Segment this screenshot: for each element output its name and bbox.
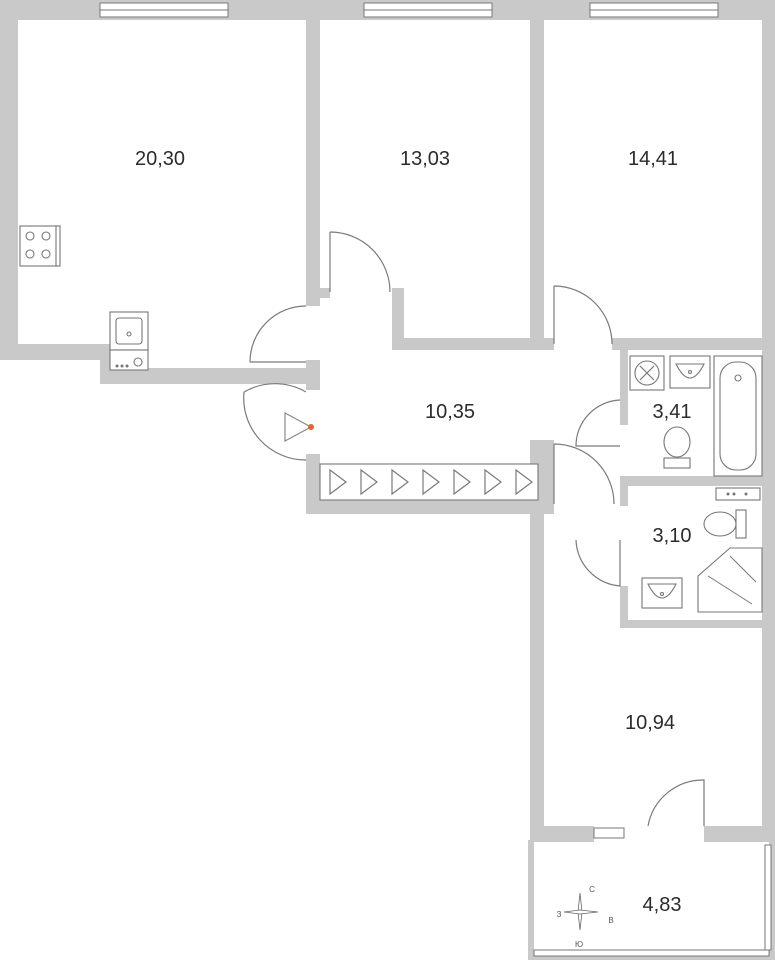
- room-area-bedroom-3: 10,94: [625, 712, 675, 734]
- room-area-hallway: 10,35: [425, 401, 475, 423]
- toilet-icon: [663, 426, 691, 469]
- doors: [243, 231, 705, 827]
- compass-rose-icon: [563, 892, 599, 931]
- bathtub-icon: [713, 355, 763, 477]
- washbasin-icon: [669, 355, 711, 389]
- room-area-balcony: 4,83: [643, 894, 682, 916]
- washing-machine-icon: [629, 355, 665, 391]
- shower-icon: [697, 547, 763, 613]
- windows: [99, 2, 772, 957]
- entrance-marker-icon: [284, 411, 314, 443]
- toilet-icon: [703, 509, 747, 539]
- washer-dryer-icon: [715, 487, 761, 501]
- room-area-bedroom-1: 13,03: [400, 148, 450, 170]
- stove-icon: [19, 225, 61, 267]
- room-area-kitchen-living: 20,30: [135, 148, 185, 170]
- compass-west-label: З: [557, 910, 562, 919]
- washbasin-icon: [641, 577, 683, 609]
- wardrobe-icon: [319, 463, 539, 501]
- compass-north-label: С: [589, 885, 595, 894]
- compass-south-label: Ю: [575, 940, 583, 949]
- room-area-bathroom: 3,41: [653, 401, 692, 423]
- room-area-bedroom-2: 14,41: [628, 148, 678, 170]
- hob-icon: [109, 349, 149, 371]
- kitchen-sink-icon: [109, 311, 149, 351]
- compass-east-label: В: [608, 916, 613, 925]
- room-area-shower-room: 3,10: [653, 525, 692, 547]
